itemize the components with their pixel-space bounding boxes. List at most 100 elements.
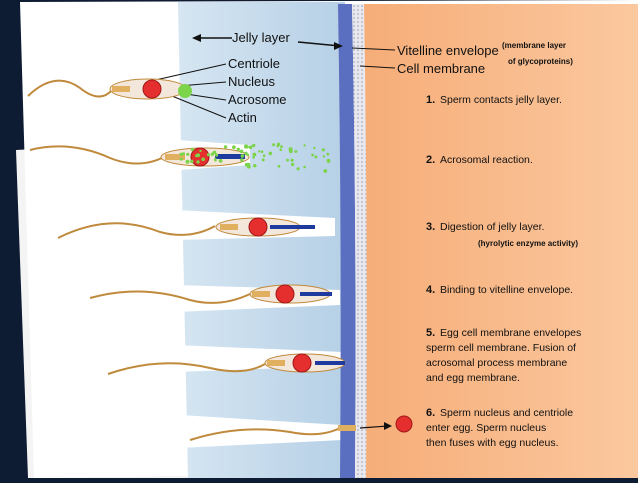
acrosome-dot <box>244 151 248 155</box>
step-6: 6. Sperm nucleus and centriole enter egg… <box>426 407 573 449</box>
acrosome-dot <box>303 165 306 169</box>
svg-text:Binding to vitelline envelope.: Binding to vitelline envelope. <box>440 284 573 296</box>
svg-text:Digestion of jelly layer.: Digestion of jelly layer. <box>440 221 544 233</box>
cell-membrane <box>352 4 367 478</box>
svg-text:and egg membrane.: and egg membrane. <box>426 372 520 384</box>
acrosome-dot <box>239 149 244 154</box>
acrosome-dot <box>232 145 236 150</box>
sperm-icon <box>107 353 346 375</box>
acrosome-dot <box>291 162 295 167</box>
acrosome-dot <box>218 159 223 163</box>
svg-text:1.: 1. <box>426 94 435 106</box>
svg-text:Sperm nucleus and centriole: Sperm nucleus and centriole <box>440 407 573 419</box>
acrosome-dot <box>244 144 248 149</box>
nucleus-label: Nucleus <box>228 74 275 89</box>
jelly-layer-label: Jelly layer <box>232 30 290 45</box>
vitelline-envelope-label: Vitelline envelope <box>397 43 499 58</box>
svg-text:2.: 2. <box>426 154 435 166</box>
acrosome-dot <box>322 155 326 158</box>
acrosome-dot <box>212 150 217 155</box>
acrosome-dot <box>244 162 249 167</box>
acrosome-dot <box>190 160 194 164</box>
step-1: 1. Sperm contacts jelly layer. <box>426 94 562 106</box>
svg-text:Acrosomal reaction.: Acrosomal reaction. <box>440 154 533 166</box>
acrosome-dot <box>253 164 257 168</box>
acrosome-dot <box>261 158 265 162</box>
acrosome-dot <box>185 159 190 164</box>
svg-text:4.: 4. <box>426 284 435 296</box>
sperm-icon <box>57 217 315 239</box>
acrosome-dot <box>314 155 318 159</box>
acrosome-dot <box>186 152 190 156</box>
acrosome-dot <box>236 147 240 151</box>
acrosome-dot <box>276 144 280 148</box>
vitelline-envelope <box>338 4 356 478</box>
acrosome-dot <box>252 156 255 159</box>
acrosome-dot <box>251 144 255 148</box>
acrosome-dot <box>215 153 219 157</box>
sperm-icon <box>89 284 332 304</box>
svg-text:6.: 6. <box>426 407 435 419</box>
egg-cytoplasm <box>364 4 638 478</box>
acrosome-dot <box>326 152 330 156</box>
acrosome-dot <box>260 150 264 153</box>
svg-text:(hyrolytic enzyme activity): (hyrolytic enzyme activity) <box>478 239 578 248</box>
acrosome-dot <box>201 157 205 162</box>
svg-text:5.: 5. <box>426 327 435 339</box>
acrosome-dot <box>240 154 245 158</box>
membrane-note-2: of glycoproteins) <box>508 57 573 66</box>
acrosome-dot <box>179 157 183 161</box>
acrosome-dot <box>280 145 283 149</box>
jelly-arrow-right <box>297 41 341 47</box>
acrosome-dot <box>303 144 306 147</box>
acrosome-dot <box>206 153 210 157</box>
acrosome-dot <box>262 154 266 157</box>
acrosome-dot <box>268 151 273 156</box>
acrosome-dot <box>311 153 314 157</box>
acrosome-dot <box>199 149 202 153</box>
centriole-label: Centriole <box>228 56 280 71</box>
acrosome-dot <box>286 158 289 162</box>
step-3: 3. Digestion of jelly layer. (hyrolytic … <box>426 221 578 248</box>
acrosome-dot <box>223 145 228 149</box>
sperm-icon <box>189 422 392 441</box>
sperm-icon <box>27 78 192 100</box>
acrosome-dot <box>272 143 276 147</box>
membrane-note-1: (membrane layer <box>502 41 566 50</box>
acrosome-dot <box>179 152 183 156</box>
acrosome-dot <box>182 152 186 156</box>
egg-nucleus-icon <box>395 415 413 433</box>
acrosome-dot <box>240 158 244 162</box>
acrosome-dot <box>321 148 325 152</box>
acrosome-dot <box>277 164 281 168</box>
step-4: 4. Binding to vitelline envelope. <box>426 284 573 296</box>
acrosome-dot <box>252 152 257 157</box>
svg-text:Egg cell membrane envelopes: Egg cell membrane envelopes <box>440 327 581 339</box>
svg-text:sperm cell membrane. Fusion of: sperm cell membrane. Fusion of <box>426 342 576 354</box>
acrosome-dot <box>294 150 298 153</box>
acrosome-dot <box>290 158 294 162</box>
acrosome-dot <box>194 154 198 158</box>
acrosome-label: Acrosome <box>228 92 287 107</box>
acrosome-dots <box>179 142 331 173</box>
svg-text:then fuses with egg nucleus.: then fuses with egg nucleus. <box>426 437 559 449</box>
step-2: 2. Acrosomal reaction. <box>426 154 533 166</box>
svg-text:3.: 3. <box>426 221 435 233</box>
cell-membrane-label: Cell membrane <box>397 61 485 76</box>
acrosome-dot <box>258 150 261 153</box>
acrosome-dot <box>288 149 293 154</box>
acrosome-dot <box>327 160 330 163</box>
acrosome-dot <box>296 167 300 171</box>
acrosome-dot <box>279 148 283 152</box>
acrosome-dot <box>191 148 194 152</box>
acrosome-dot <box>313 146 316 150</box>
svg-text:enter egg. Sperm nucleus: enter egg. Sperm nucleus <box>426 422 546 434</box>
svg-text:Sperm contacts jelly layer.: Sperm contacts jelly layer. <box>440 94 562 106</box>
acrosome-dot <box>196 160 200 164</box>
acrosome-dot <box>248 145 253 150</box>
step-5: 5. Egg cell membrane envelopes sperm cel… <box>426 327 581 384</box>
svg-text:acrosomal process membrane: acrosomal process membrane <box>426 357 567 369</box>
acrosome-dot <box>214 159 217 162</box>
